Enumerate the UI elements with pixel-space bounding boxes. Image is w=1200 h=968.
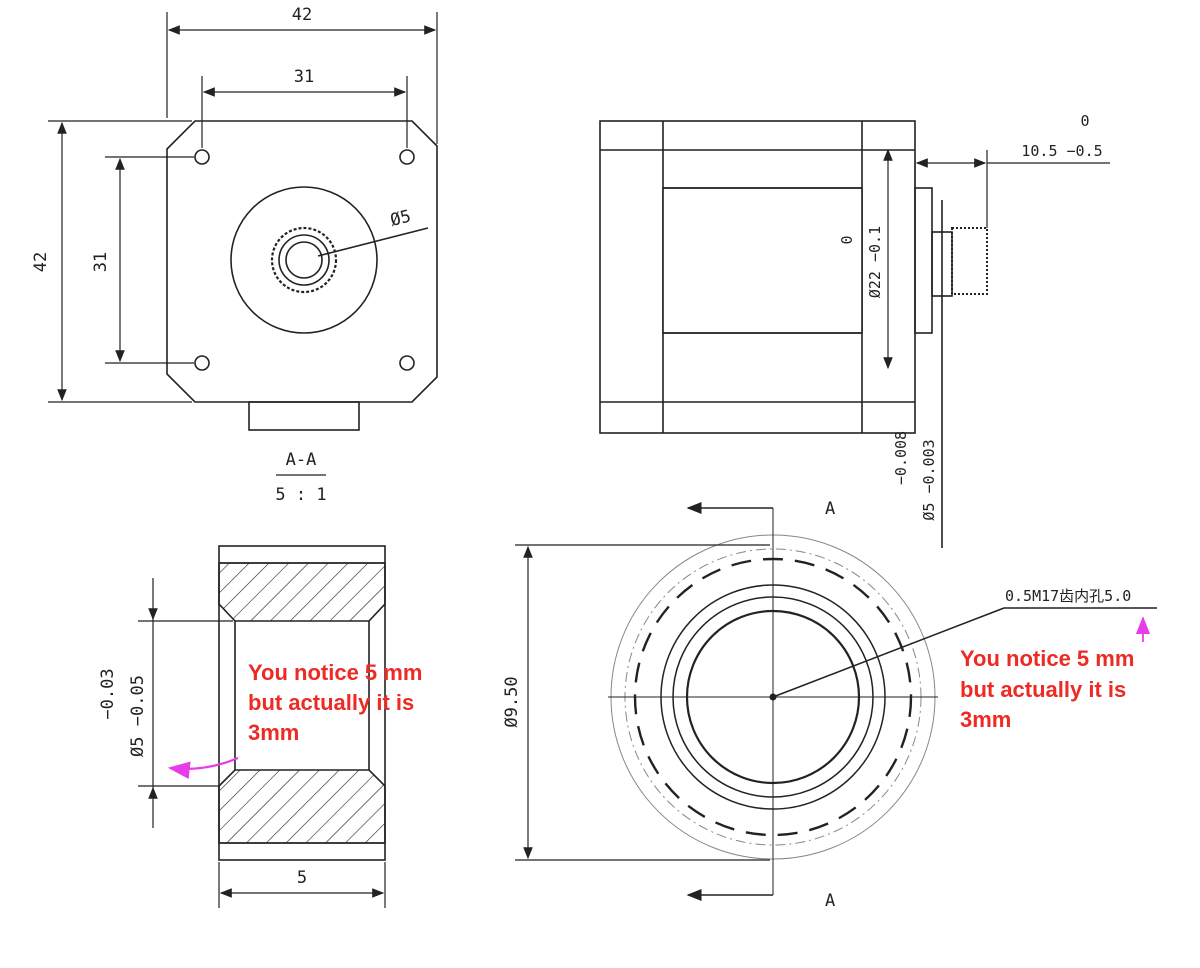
front-view-dimensions — [48, 12, 438, 476]
dim-shaft-len-upper: 0 — [1080, 112, 1089, 130]
hub-leader — [317, 227, 429, 257]
mount-hole-br — [399, 355, 415, 371]
section-view — [218, 545, 386, 861]
dim-shaft-dia: Ø5 −0.003 — [920, 439, 938, 520]
section-scale: 5 : 1 — [275, 485, 326, 505]
pinion-teeth — [270, 226, 338, 294]
connector-tab — [248, 401, 360, 431]
dim-height-holes: 31 — [91, 252, 111, 272]
dim-boss-dia: Ø22 −0.1 — [866, 226, 884, 298]
dim-gear-outer-dia: Ø9.50 — [502, 676, 522, 727]
motor-face-outline — [166, 120, 438, 403]
body-window — [662, 187, 863, 334]
note-right: You notice 5 mm but actually it is 3mm — [960, 646, 1134, 732]
note-left-line2: but actually it is — [248, 690, 414, 715]
side-view-dimensions — [883, 148, 1110, 370]
mount-hole-tr — [399, 149, 415, 165]
callout-leader — [772, 607, 1005, 698]
note-right-line2: but actually it is — [960, 677, 1126, 702]
gear-end-view — [608, 502, 1157, 901]
gear-section-outline — [218, 545, 386, 861]
note-arrow-left — [167, 756, 239, 779]
front-view — [166, 120, 438, 431]
pinion-side — [951, 227, 988, 295]
section-view-dimensions — [138, 578, 386, 908]
gear-center-dot — [769, 693, 777, 701]
section-label: A-A — [286, 450, 317, 470]
dim-bore-tol-upper: −0.03 — [98, 668, 118, 719]
dim-bore-dia: Ø5 −0.05 — [128, 675, 148, 757]
dim-shaft-tol-upper: −0.008 — [892, 431, 910, 485]
boss-circle — [230, 186, 378, 334]
section-marker-top: A — [825, 499, 835, 519]
pinion-root — [278, 234, 330, 286]
section-hatch-top — [218, 562, 386, 622]
dim-gear-width: 5 — [297, 868, 307, 888]
dim-boss-tol-upper: 0 — [838, 235, 856, 244]
shaft-circle — [285, 241, 323, 279]
side-view — [599, 120, 988, 548]
dim-shaft-len: 10.5 −0.5 — [1021, 142, 1102, 160]
mount-hole-bl — [194, 355, 210, 371]
note-right-line1: You notice 5 mm — [960, 646, 1134, 671]
note-left-line1: You notice 5 mm — [248, 660, 422, 685]
section-hatch-bottom — [218, 769, 386, 844]
note-right-line3: 3mm — [960, 707, 1011, 732]
gear-view-dimensions — [515, 544, 770, 861]
note-left: You notice 5 mm but actually it is 3mm — [248, 660, 422, 745]
dim-height-outer: 42 — [31, 252, 51, 272]
mount-hole-tl — [194, 149, 210, 165]
dim-width-holes: 31 — [294, 67, 314, 87]
section-marker-bottom: A — [825, 891, 835, 911]
gear-callout: 0.5M17齿内孔5.0 — [1005, 587, 1131, 605]
note-left-line3: 3mm — [248, 720, 299, 745]
boss-side — [914, 187, 933, 334]
dim-width-outer: 42 — [292, 5, 312, 25]
dim-hub-dia: Ø5 — [388, 206, 413, 230]
